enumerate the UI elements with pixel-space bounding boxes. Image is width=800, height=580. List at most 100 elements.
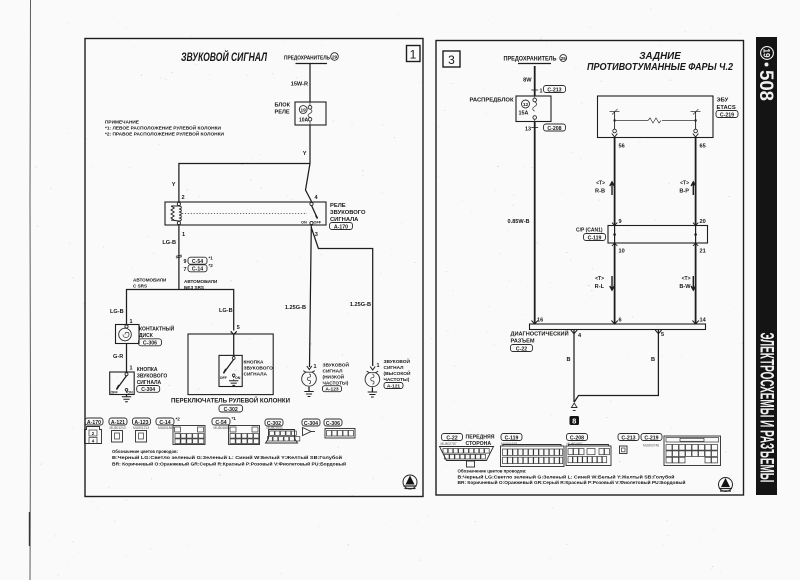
svg-text:ЧАСТОТЫ): ЧАСТОТЫ)	[323, 381, 349, 387]
svg-text:*1: *1	[232, 416, 237, 421]
svg-text:10A: 10A	[299, 117, 309, 123]
svg-text:ЗВУКОВОЙ: ЗВУКОВОЙ	[323, 361, 350, 369]
svg-text:1: 1	[377, 363, 380, 369]
svg-text:Y: Y	[172, 182, 176, 188]
svg-text:<T>: <T>	[596, 181, 605, 187]
svg-text:1: 1	[540, 89, 543, 95]
svg-text:C-14: C-14	[159, 420, 170, 426]
svg-text:C-213: C-213	[621, 435, 635, 441]
svg-text:15A: 15A	[519, 111, 529, 117]
svg-text:C/P (CAN1): C/P (CAN1)	[576, 228, 603, 234]
svg-text:25: 25	[561, 56, 566, 61]
svg-text:СИГНАЛА: СИГНАЛА	[330, 217, 359, 223]
svg-text:C-306: C-306	[326, 421, 340, 427]
svg-text:14: 14	[700, 318, 707, 324]
svg-text:*2: *2	[209, 263, 214, 268]
svg-text:ЗАДНИЕ: ЗАДНИЕ	[639, 51, 681, 62]
svg-text:СИГНАЛА: СИГНАЛА	[137, 380, 162, 386]
svg-text:C-306: C-306	[143, 341, 157, 347]
svg-text:10: 10	[619, 249, 625, 255]
svg-text:8W: 8W	[523, 78, 532, 84]
svg-text:B-W: B-W	[679, 284, 691, 290]
svg-text:ЭЛЕКТРОСХЕМЫ И РАЗЪЕМЫ: ЭЛЕКТРОСХЕМЫ И РАЗЪЕМЫ	[756, 333, 777, 483]
svg-text:ПРИМЕЧАНИЕ: ПРИМЕЧАНИЕ	[105, 120, 140, 126]
svg-text:1: 1	[314, 364, 317, 370]
svg-text:4: 4	[315, 195, 319, 201]
svg-text:БЕЗ SRS: БЕЗ SRS	[184, 285, 204, 290]
svg-text:<T>: <T>	[682, 276, 691, 282]
svg-text:BR: Коричневый O:Оранжевый GR:: BR: Коричневый O:Оранжевый GR:Серый R:Кр…	[112, 460, 346, 466]
svg-text:*2: *2	[176, 417, 181, 422]
svg-text:1: 1	[410, 48, 417, 62]
svg-text:BR: Коричневый O:Оранжевый GR:: BR: Коричневый O:Оранжевый GR:Серый R:Кр…	[458, 479, 686, 485]
svg-text:B:Черный LG:Светло зеленый G:З: B:Черный LG:Светло зеленый G:Зеленый L: …	[458, 473, 675, 479]
svg-text:C-213: C-213	[547, 87, 561, 93]
svg-text:C-54: C-54	[192, 259, 203, 265]
svg-text:C-119: C-119	[588, 235, 602, 241]
svg-text:9: 9	[184, 259, 187, 265]
svg-text:ЗВУКОВОГО: ЗВУКОВОГО	[244, 366, 274, 372]
svg-text:MU801867: MU801867	[567, 442, 583, 446]
svg-text:C-302: C-302	[224, 407, 238, 413]
svg-text:15W-R: 15W-R	[291, 82, 308, 88]
svg-text:ЗВУКОВОЙ СИГНАЛ: ЗВУКОВОЙ СИГНАЛ	[181, 51, 268, 64]
svg-text:A-170: A-170	[334, 224, 348, 230]
svg-text:C-54: C-54	[215, 420, 226, 426]
svg-text:A-123: A-123	[325, 387, 339, 393]
svg-text:B:Черный LG:Светло зеленый G:З: B:Черный LG:Светло зеленый G:Зеленый L: …	[112, 454, 342, 460]
svg-text:ON: ON	[301, 221, 307, 225]
svg-text:B-P: B-P	[679, 189, 689, 195]
svg-text:(НИЗКОЙ: (НИЗКОЙ	[323, 373, 345, 381]
svg-text:С SRS: С SRS	[133, 284, 147, 289]
svg-text:OFF: OFF	[220, 376, 228, 380]
svg-text:56: 56	[619, 144, 625, 150]
svg-text:65: 65	[700, 144, 706, 150]
svg-text:ПЕРЕКЛЮЧАТЕЛЬ РУЛЕВОЙ КОЛОНКИ: ПЕРЕКЛЮЧАТЕЛЬ РУЛЕВОЙ КОЛОНКИ	[171, 395, 290, 404]
svg-text:MU801615: MU801615	[501, 442, 517, 446]
svg-text:СТОРОНА: СТОРОНА	[466, 441, 492, 447]
svg-text:C-208: C-208	[547, 126, 561, 132]
svg-text:C-304: C-304	[141, 387, 155, 393]
svg-text:LG-B: LG-B	[219, 308, 233, 314]
svg-text:1.25G-B: 1.25G-B	[350, 302, 371, 308]
svg-text:C-219: C-219	[720, 112, 734, 118]
svg-text:MU802787: MU802787	[441, 442, 457, 446]
svg-text:MU801213: MU801213	[110, 426, 126, 430]
svg-text:21: 21	[700, 249, 706, 255]
svg-text:*1: *1	[209, 256, 214, 261]
svg-text:2: 2	[92, 431, 95, 436]
svg-text:16: 16	[537, 318, 543, 324]
svg-text:КНОПКА: КНОПКА	[244, 360, 264, 366]
svg-text:ЧАСТОТЫ): ЧАСТОТЫ)	[384, 377, 410, 383]
svg-text:20: 20	[700, 219, 706, 225]
svg-text:5: 5	[661, 332, 664, 338]
svg-text:A-121: A-121	[387, 384, 401, 390]
svg-text:LG-B: LG-B	[162, 240, 176, 246]
svg-text:<T>: <T>	[595, 276, 604, 282]
svg-text:C-22: C-22	[516, 346, 527, 352]
svg-text:СИГНАЛ: СИГНАЛ	[323, 369, 344, 375]
svg-text:2: 2	[182, 195, 185, 201]
svg-text:ЭБУ: ЭБУ	[717, 98, 729, 104]
svg-text:OFF: OFF	[111, 391, 119, 395]
svg-text:C-219: C-219	[644, 435, 658, 441]
svg-text:0.85W-B: 0.85W-B	[508, 219, 530, 225]
svg-text:A-121: A-121	[111, 420, 125, 426]
svg-text:12: 12	[523, 102, 529, 108]
svg-text:MU804685: MU804685	[214, 426, 230, 430]
svg-text:<T>: <T>	[680, 181, 689, 187]
svg-text:РЕЛЕ: РЕЛЕ	[275, 110, 290, 116]
svg-text:C-14: C-14	[192, 267, 203, 273]
svg-text:АВТОМОБИЛИ: АВТОМОБИЛИ	[133, 278, 166, 283]
svg-text:A-123: A-123	[134, 420, 148, 426]
svg-text:1.25G-B: 1.25G-B	[285, 305, 306, 311]
svg-text:MU803746: MU803746	[643, 444, 659, 448]
svg-text:ON: ON	[127, 391, 133, 395]
svg-text:*1: ЛЕВОЕ РАСПОЛОЖЕНИЕ РУЛЕВОЙ: *1: ЛЕВОЕ РАСПОЛОЖЕНИЕ РУЛЕВОЙ КОЛОНКИ	[105, 123, 221, 130]
svg-text:C-22: C-22	[446, 435, 457, 441]
svg-text:ДИАГНОСТИЧЕСКИЙ: ДИАГНОСТИЧЕСКИЙ	[511, 330, 569, 338]
svg-text:ПРОТИВОТУМАННЫЕ ФАРЫ Ч.2: ПРОТИВОТУМАННЫЕ ФАРЫ Ч.2	[587, 62, 733, 73]
svg-text:OFF: OFF	[314, 221, 322, 225]
svg-text:C-119: C-119	[505, 435, 519, 441]
svg-text:ETACS: ETACS	[717, 105, 736, 111]
